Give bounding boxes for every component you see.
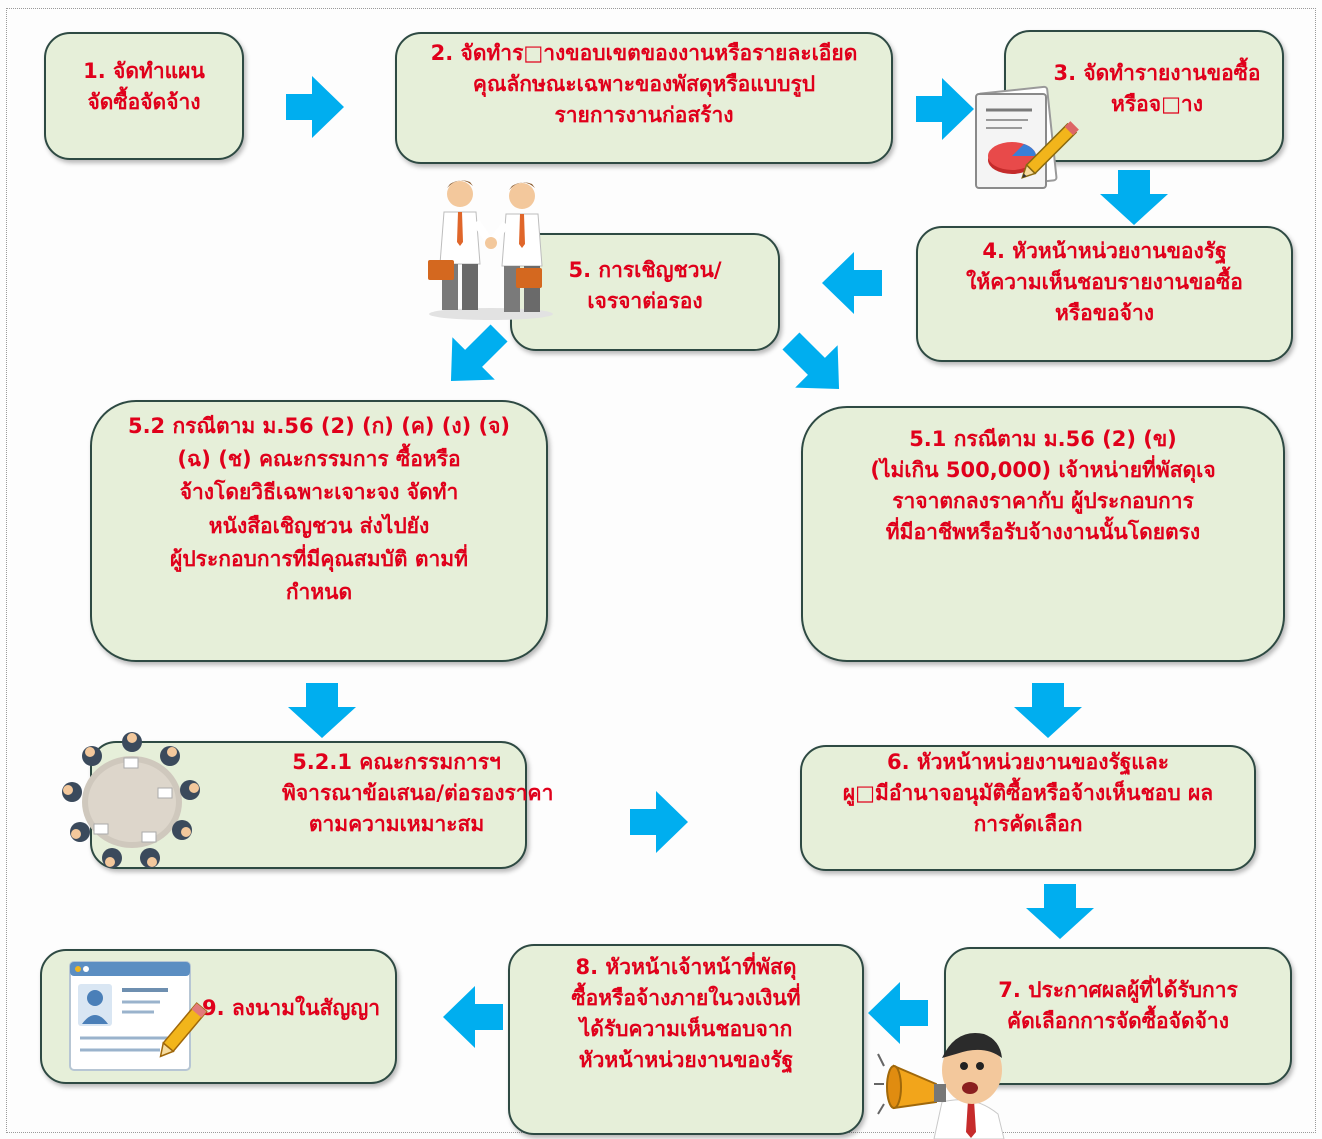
- step-6-line-2: ผู□มีอำนาจอนุมัติซื้อหรือจ้างเห็นชอบ ผล: [842, 781, 1214, 806]
- step-5-2-line-5: ผู้ประกอบการที่มีคุณสมบัติ ตามที่: [170, 546, 468, 571]
- step-5-2-line-1: 5.2 กรณีตาม ม.56 (2) (ก) (ค) (ง) (จ): [127, 414, 511, 438]
- step-5-line-1: 5. การเชิญชวน/: [568, 258, 722, 282]
- step-8-box: 8. หัวหน้าเจ้าหน้าที่พัสดุ ซื้อหรือจ้างภ…: [508, 944, 864, 1135]
- arrow-down-5-1-to-6: [1014, 683, 1082, 738]
- step-1-line-1: 1. จัดทำแผน: [83, 59, 205, 83]
- step-5-box: 5. การเชิญชวน/ เจรจาต่อรอง: [510, 233, 780, 351]
- arrow-down-6-to-7: [1026, 884, 1094, 939]
- arrow-right-5-2-1-to-6: [630, 791, 688, 853]
- step-1-line-2: จัดซื้อจัดจ้าง: [87, 90, 201, 115]
- step-6-line-1: 6. หัวหน้าหน่วยงานของรัฐและ: [887, 750, 1169, 774]
- step-4-line-1: 4. หัวหน้าหน่วยงานของรัฐ: [982, 239, 1227, 263]
- step-5-1-box: 5.1 กรณีตาม ม.56 (2) (ข) (ไม่เกิน 500,00…: [801, 406, 1285, 662]
- step-8-line-3: ได้รับความเห็นชอบจาก: [579, 1017, 793, 1042]
- step-5-1-line-4: ที่มีอาชีพหรือรับจ้างงานนั้นโดยตรง: [885, 520, 1201, 545]
- arrow-down-right-5-to-5-1: [782, 332, 840, 390]
- step-9-line-1: 9. ลงนามในสัญญา: [202, 996, 381, 1020]
- step-2-line-1: 2. จัดทำร□างขอบเขตของงานหรือรายละเอียด: [430, 41, 858, 65]
- step-5-2-line-2: (ฉ) (ช) คณะกรรมการ ซื้อหรือ: [177, 447, 461, 472]
- step-5-2-box: 5.2 กรณีตาม ม.56 (2) (ก) (ค) (ง) (จ) (ฉ)…: [90, 400, 548, 662]
- step-5-2-line-4: หนังสือเชิญชวน ส่งไปยัง: [208, 513, 430, 538]
- step-1-box: 1. จัดทำแผน จัดซื้อจัดจ้าง: [44, 32, 244, 160]
- arrow-right-2-to-3: [916, 78, 974, 140]
- step-5-2-line-6: กำหนด: [285, 579, 353, 604]
- step-8-line-1: 8. หัวหน้าเจ้าหน้าที่พัสดุ: [575, 955, 797, 979]
- contract-document-pen-icon: [69, 961, 208, 1071]
- arrow-left-7-to-8: [868, 982, 928, 1044]
- arrow-down-left-5-to-5-2: [450, 324, 508, 382]
- report-chart-pencil-icon: [975, 85, 1079, 189]
- step-7-line-2: คัดเลือกการจัดซื้อจัดจ้าง: [1007, 1009, 1229, 1034]
- step-2-line-2: คุณลักษณะเฉพาะของพัสดุหรือแบบรูป: [472, 72, 816, 97]
- step-5-1-line-1: 5.1 กรณีตาม ม.56 (2) (ข): [909, 427, 1177, 451]
- arrow-left-8-to-9: [443, 986, 503, 1048]
- step-5-2-line-3: จ้างโดยวิธีเฉพาะเจาะจง จัดทำ: [179, 480, 459, 505]
- step-5-1-line-2: (ไม่เกิน 500,000) เจ้าหน่ายที่พัสดุเจ: [870, 458, 1216, 483]
- step-2-box: 2. จัดทำร□างขอบเขตของงานหรือรายละเอียด ค…: [395, 32, 893, 164]
- step-5-2-1-line-2: พิจารณาข้อเสนอ/ต่อรองราคา: [282, 781, 554, 806]
- step-6-line-3: การคัดเลือก: [973, 812, 1083, 837]
- step-5-1-line-3: ราจาตกลงราคากับ ผู้ประกอบการ: [892, 489, 1194, 514]
- step-5-line-2: เจรจาต่อรอง: [587, 289, 703, 314]
- arrow-left-4-to-5: [822, 252, 882, 314]
- step-5-2-1-line-1: 5.2.1 คณะกรรมการฯ: [292, 750, 501, 774]
- step-7-line-1: 7. ประกาศผลผู้ที่ได้รับการ: [998, 978, 1238, 1002]
- megaphone-man-icon: [874, 1033, 1005, 1139]
- step-3-line-1: 3. จัดทำรายงานขอซื้อ: [1053, 61, 1261, 85]
- step-3-line-2: หรือจ□าง: [1111, 92, 1203, 117]
- arrow-right-1-to-2: [286, 76, 344, 138]
- round-table-meeting-icon: [62, 732, 200, 868]
- step-2-line-3: รายการงานก่อสร้าง: [554, 103, 734, 128]
- step-4-box: 4. หัวหน้าหน่วยงานของรัฐ ให้ความเห็นชอบร…: [916, 226, 1293, 362]
- step-8-line-4: หัวหน้าหน่วยงานของรัฐ: [578, 1048, 794, 1073]
- step-4-line-2: ให้ความเห็นชอบรายงานขอซื้อ: [966, 270, 1243, 295]
- step-5-2-1-box: 5.2.1 คณะกรรมการฯ พิจารณาข้อเสนอ/ต่อรองร…: [90, 741, 554, 869]
- step-7-box: 7. ประกาศผลผู้ที่ได้รับการ คัดเลือกการจั…: [944, 947, 1292, 1085]
- step-5-2-1-line-3: ตามความเหมาะสม: [308, 812, 485, 837]
- arrow-down-5-2-to-5-2-1: [288, 683, 356, 738]
- step-8-line-2: ซื้อหรือจ้างภายในวงเงินที่: [571, 986, 801, 1011]
- handshake-businessmen-icon: [428, 180, 553, 320]
- arrow-down-3-to-4: [1100, 170, 1168, 225]
- step-6-box: 6. หัวหน้าหน่วยงานของรัฐและ ผู□มีอำนาจอน…: [800, 745, 1256, 871]
- step-4-line-3: หรือขอจ้าง: [1054, 301, 1155, 326]
